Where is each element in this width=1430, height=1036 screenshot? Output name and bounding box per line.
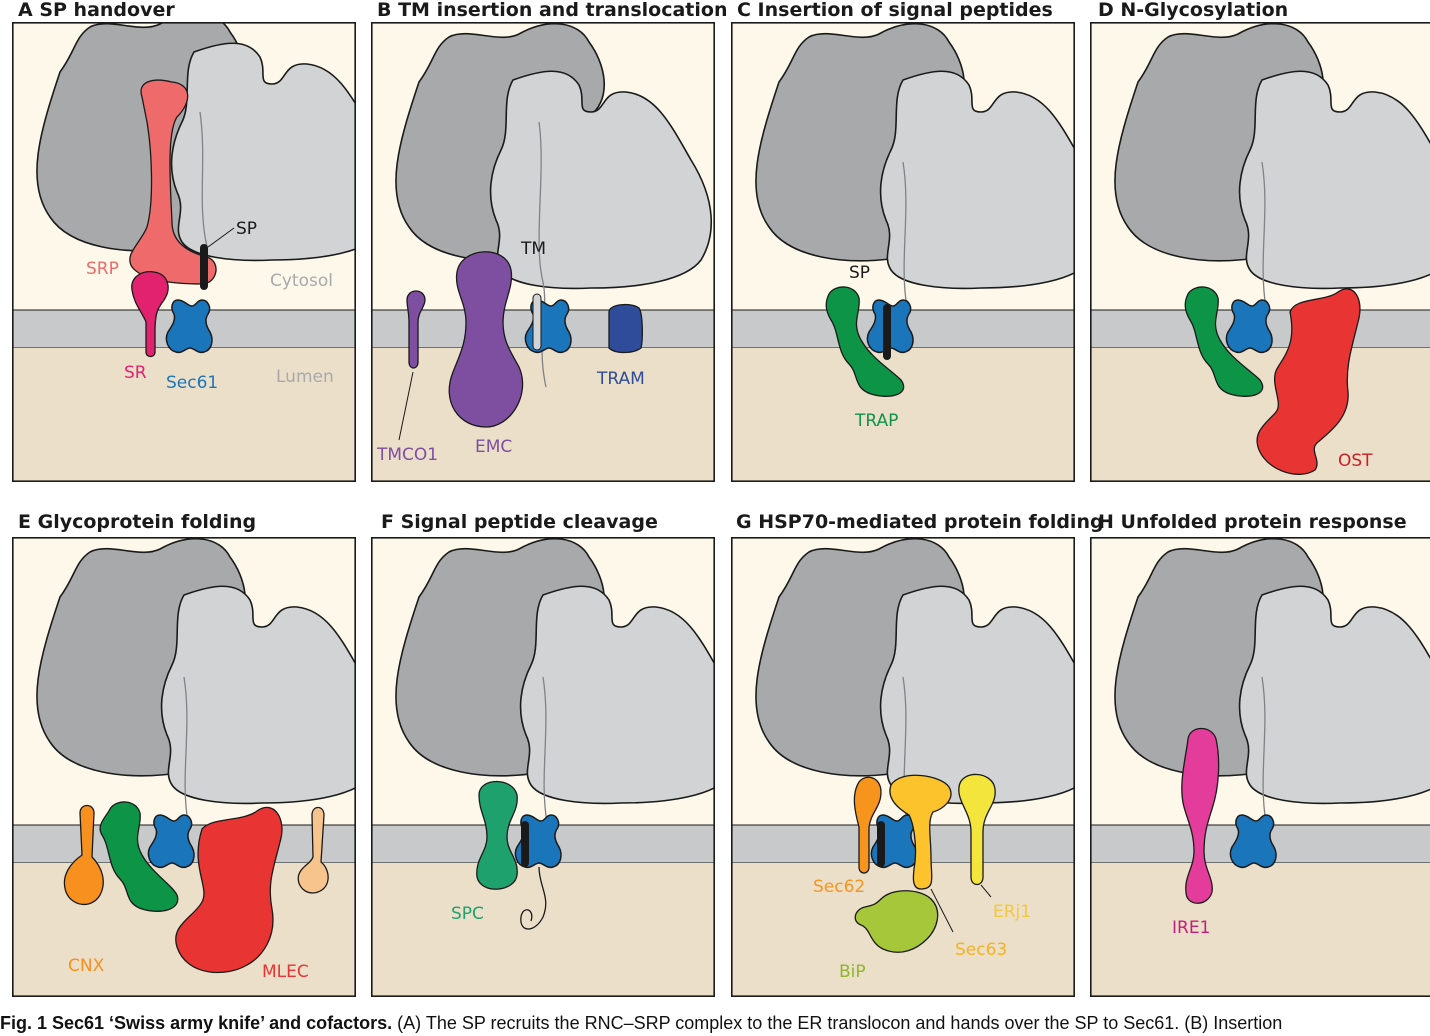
erj1-shape — [958, 773, 996, 886]
label-sr: SR — [124, 363, 147, 383]
caption-text: (A) The SP recruits the RNC–SRP complex … — [392, 1013, 1283, 1033]
bip-shape — [854, 890, 939, 953]
panel-g-title: G HSP70-mediated protein folding — [736, 511, 1104, 533]
label-trap: TRAP — [854, 411, 898, 431]
trap-shape — [825, 286, 905, 397]
label-srp: SRP — [86, 259, 119, 279]
panel-b-title: B TM insertion and translocation — [377, 0, 728, 21]
ire1-shape — [1181, 727, 1220, 904]
label-ost: OST — [1338, 451, 1373, 471]
panel-c-title: C Insertion of signal peptides — [737, 0, 1053, 21]
label-mlec: MLEC — [262, 962, 309, 982]
panel-d: OST — [1090, 22, 1430, 482]
sp-marker — [877, 821, 885, 867]
spc-shape — [476, 781, 518, 890]
figure-caption: Fig. 1 Sec61 ‘Swiss army knife’ and cofa… — [0, 1010, 1430, 1036]
sec61-channel — [1229, 814, 1277, 869]
trap-shape — [1184, 286, 1264, 397]
label-sec63: Sec63 — [955, 940, 1007, 960]
label-tm: TM — [520, 239, 546, 259]
panel-h-title: H Unfolded protein response — [1098, 511, 1407, 533]
tmco1-shape — [406, 290, 426, 369]
label-ire1: IRE1 — [1172, 918, 1210, 938]
panel-b: TM TMCO1 EMC TRAM — [371, 22, 715, 482]
mlec-shape — [297, 806, 329, 894]
cleaved-chain — [520, 866, 547, 930]
lumen-region — [12, 348, 356, 482]
label-sp: SP — [236, 219, 257, 239]
label-emc: EMC — [475, 437, 512, 457]
sec61-channel — [524, 299, 572, 354]
nascent-chain — [199, 111, 208, 248]
label-tram: TRAM — [596, 369, 645, 389]
label-cytosol: Cytosol — [270, 271, 333, 291]
label-lumen: Lumen — [276, 367, 334, 387]
ost-shape — [1256, 288, 1361, 475]
sp-marker — [521, 821, 529, 867]
label-sec62: Sec62 — [813, 877, 865, 897]
sec61-channel — [165, 299, 213, 354]
label-spc: SPC — [451, 904, 484, 924]
caption-title: Fig. 1 Sec61 ‘Swiss army knife’ and cofa… — [0, 1013, 393, 1033]
trap-shape — [99, 801, 179, 912]
sec62-shape — [853, 776, 882, 874]
tram-shape — [608, 303, 643, 354]
sp-marker — [883, 304, 891, 360]
label-cnx: CNX — [68, 956, 105, 976]
sr-shape — [131, 271, 169, 358]
panel-h: IRE1 — [1090, 537, 1430, 997]
panel-e-title: E Glycoprotein folding — [18, 511, 257, 533]
sec61-channel — [147, 814, 195, 869]
label-tmco1: TMCO1 — [376, 445, 438, 465]
sec61-channel — [1225, 299, 1273, 354]
panel-f: SPC — [371, 537, 715, 997]
ribosome-small-subunit — [170, 42, 356, 262]
sp-pointer — [207, 227, 235, 248]
sp-marker — [200, 244, 208, 290]
cnx-shape — [63, 804, 104, 906]
panel-g: Sec62 ERj1 Sec63 BiP — [731, 537, 1075, 997]
label-sp: SP — [849, 263, 870, 283]
panel-c: SP TRAP — [731, 22, 1075, 482]
emc-shape — [448, 251, 524, 428]
label-erj1: ERj1 — [993, 902, 1031, 922]
tm-segment — [532, 293, 542, 351]
label-sec61: Sec61 — [166, 373, 218, 393]
panel-f-title: F Signal peptide cleavage — [381, 511, 658, 533]
label-bip: BiP — [839, 962, 866, 982]
panel-d-title: D N-Glycosylation — [1098, 0, 1289, 21]
panel-e: CNX MLEC — [12, 537, 356, 997]
ost-shape — [175, 806, 283, 974]
sec63-shape — [889, 774, 952, 890]
panel-a-title: A SP handover — [18, 0, 175, 21]
panel-a: SRP SP Cytosol SR Sec61 Lumen — [12, 22, 356, 482]
